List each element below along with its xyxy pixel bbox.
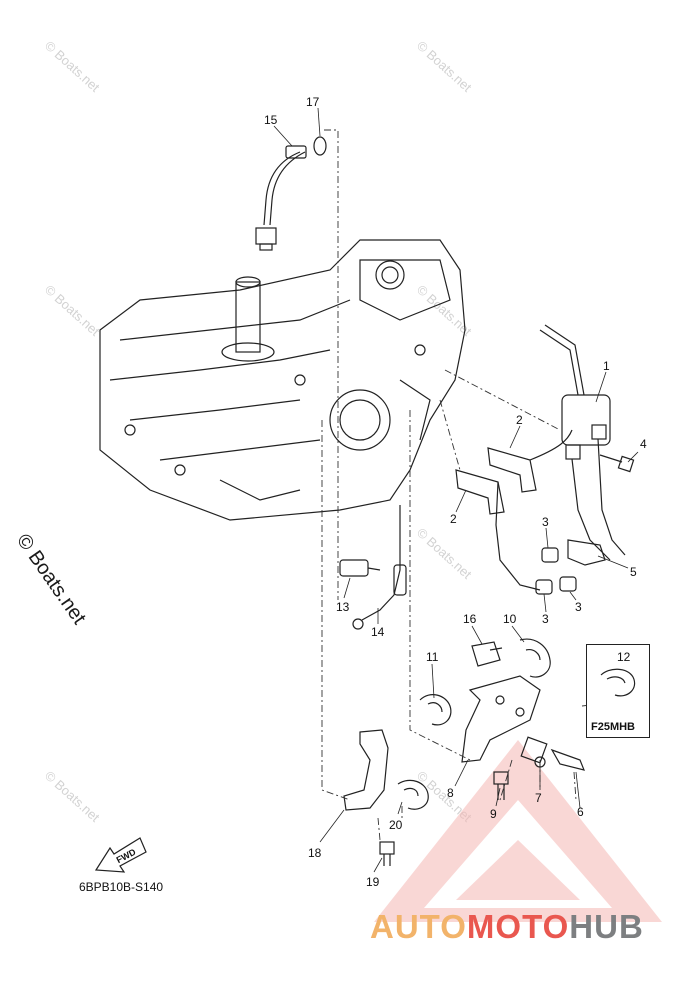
callout-20: 20 bbox=[389, 818, 403, 832]
part-15-sensor-lead bbox=[255, 145, 307, 251]
brand-part-auto: AUTO bbox=[370, 908, 467, 945]
fwd-arrow-icon: FWD bbox=[94, 837, 147, 873]
callout-18: 18 bbox=[308, 846, 322, 860]
part-20-clip bbox=[397, 779, 429, 810]
callout-3: 3 bbox=[542, 515, 549, 529]
callout-10: 10 bbox=[503, 612, 517, 626]
callout-13: 13 bbox=[336, 600, 350, 614]
callout-2: 2 bbox=[516, 413, 523, 427]
part-2-plug-cap bbox=[455, 429, 573, 591]
callout-8: 8 bbox=[447, 786, 454, 800]
part-8-bracket bbox=[461, 675, 541, 763]
inset-model-label: F25MHB bbox=[591, 721, 636, 733]
part-14-lead bbox=[352, 505, 407, 630]
inset-variant-box: F25MHB bbox=[586, 644, 650, 738]
callout-1: 1 bbox=[603, 359, 610, 373]
part-3-grommet bbox=[535, 547, 577, 595]
part-19-bolt bbox=[379, 841, 395, 866]
assembly-guide-lines bbox=[321, 129, 601, 841]
part-13-sensor bbox=[339, 559, 381, 577]
brand-triangle-logo bbox=[374, 740, 662, 922]
callout-9: 9 bbox=[490, 807, 497, 821]
part-6-clamp bbox=[550, 748, 585, 771]
callout-14: 14 bbox=[371, 625, 385, 639]
part-9-bolt bbox=[493, 771, 509, 800]
callout-11: 11 bbox=[426, 650, 439, 664]
callout-7: 7 bbox=[535, 791, 542, 805]
brand-part-hub: HUB bbox=[569, 908, 644, 945]
part-11-clip bbox=[419, 694, 452, 726]
callout-leaders bbox=[273, 107, 639, 873]
part-5-holder bbox=[567, 539, 606, 566]
part-10-clip bbox=[519, 638, 551, 678]
callout-3: 3 bbox=[575, 600, 582, 614]
part-4-bolt bbox=[599, 454, 635, 473]
part-17-washer bbox=[313, 136, 327, 156]
brand-wordmark: AUTOMOTOHUB bbox=[370, 908, 644, 946]
callout-19: 19 bbox=[366, 875, 380, 889]
diagram-code: 6BPB10B-S140 bbox=[79, 880, 164, 894]
callout-15: 15 bbox=[264, 113, 278, 127]
callout-2: 2 bbox=[450, 512, 457, 526]
part-12-clip-drawing bbox=[600, 668, 636, 697]
callout-17: 17 bbox=[306, 95, 320, 109]
part-1-ignition-coil bbox=[539, 324, 626, 561]
callout-6: 6 bbox=[577, 805, 584, 819]
part-16-clip bbox=[471, 641, 503, 667]
engine-block bbox=[99, 239, 466, 521]
callout-16: 16 bbox=[463, 612, 477, 626]
callout-5: 5 bbox=[630, 565, 637, 579]
callout-4: 4 bbox=[640, 437, 647, 451]
brand-part-moto: MOTO bbox=[466, 908, 570, 945]
callout-3: 3 bbox=[542, 612, 549, 626]
part-18-bracket bbox=[343, 729, 389, 811]
callout-12: 12 bbox=[617, 650, 631, 664]
